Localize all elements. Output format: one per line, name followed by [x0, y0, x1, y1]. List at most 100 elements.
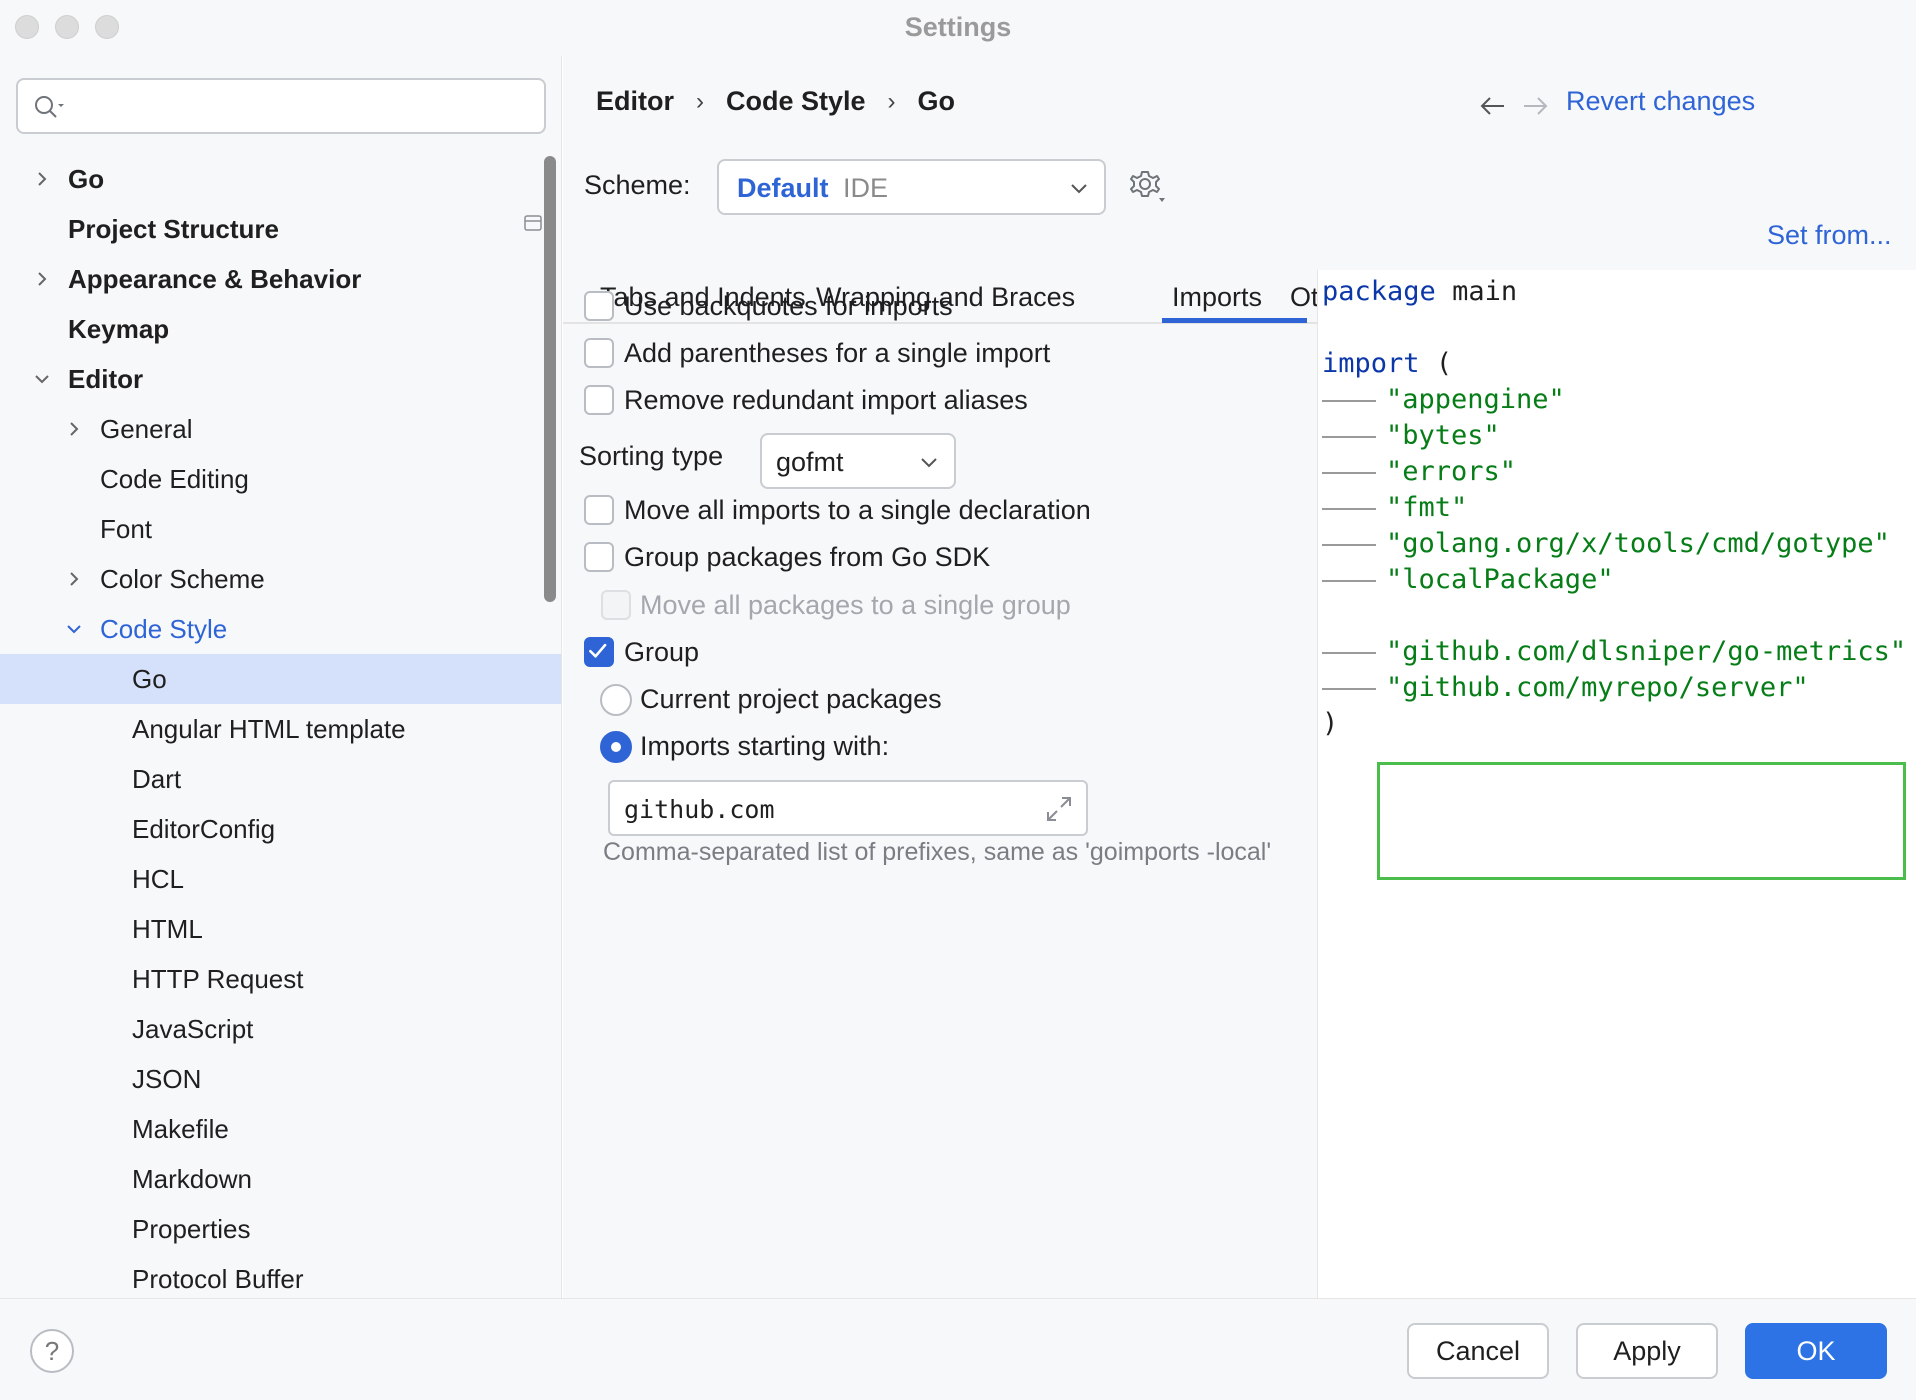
sorting-type-value: gofmt	[776, 447, 844, 477]
sidebar-item[interactable]: Code Style	[0, 604, 561, 654]
title-bar: Settings	[0, 0, 1916, 56]
code-line-import-item: "errors"	[1322, 456, 1516, 487]
breadcrumb-item-go: Go	[917, 86, 956, 116]
sorting-type-select[interactable]: gofmt	[760, 433, 956, 489]
sidebar-item[interactable]: HCL	[0, 854, 561, 904]
sidebar-item-label: Editor	[68, 363, 144, 394]
sidebar-item-label: Color Scheme	[100, 563, 265, 594]
code-line-import-item: "github.com/myrepo/server"	[1322, 672, 1809, 703]
scheme-value-suffix: IDE	[843, 173, 889, 203]
expand-icon[interactable]	[1044, 794, 1074, 824]
sidebar-item-label: HTTP Request	[132, 963, 304, 994]
sidebar-item[interactable]: Font	[0, 504, 561, 554]
minimize-window-button[interactable]	[55, 15, 79, 39]
code-line-import-item: "bytes"	[1322, 420, 1500, 451]
forward-arrow-icon[interactable]	[1520, 94, 1550, 118]
set-from-link[interactable]: Set from...	[1767, 220, 1892, 250]
revert-changes-link[interactable]: Revert changes	[1566, 86, 1756, 116]
sidebar-item-label: Go	[132, 663, 167, 694]
chevron-right-icon[interactable]	[64, 569, 84, 589]
code-line-package: package main	[1322, 276, 1517, 307]
remove-aliases-checkbox[interactable]	[584, 385, 614, 415]
remove-aliases-label: Remove redundant import aliases	[624, 385, 1028, 415]
use-backquotes-checkbox[interactable]	[584, 291, 614, 321]
import-keyword: import	[1322, 348, 1420, 379]
ok-button[interactable]: OK	[1745, 1323, 1887, 1379]
apply-button[interactable]: Apply	[1576, 1323, 1718, 1379]
sidebar-item[interactable]: Color Scheme	[0, 554, 561, 604]
sidebar-item[interactable]: JSON	[0, 1054, 561, 1104]
sidebar-item[interactable]: JavaScript	[0, 1004, 561, 1054]
code-line-import: import (	[1322, 348, 1452, 379]
sidebar-item-label: JavaScript	[132, 1013, 254, 1044]
indent-marker	[1322, 471, 1376, 474]
sidebar-item[interactable]: Code Editing	[0, 454, 561, 504]
code-line-import-item: "appengine"	[1322, 384, 1565, 415]
chevron-down-icon[interactable]	[32, 369, 52, 389]
sidebar-item[interactable]: General	[0, 404, 561, 454]
search-icon	[35, 96, 64, 118]
sidebar-item[interactable]: Makefile	[0, 1104, 561, 1154]
sidebar-item[interactable]: Editor	[0, 354, 561, 404]
current-project-radio[interactable]	[600, 684, 632, 716]
import-prefix-input[interactable]: github.com	[608, 780, 1088, 836]
import-string: "bytes"	[1386, 420, 1500, 451]
close-window-button[interactable]	[15, 15, 39, 39]
dialog-footer: ? Cancel Apply OK	[0, 1298, 1916, 1400]
imports-starting-radio[interactable]	[600, 731, 632, 763]
back-arrow-icon[interactable]	[1478, 94, 1508, 118]
group-label: Group	[624, 637, 700, 667]
gear-icon[interactable]	[1127, 166, 1167, 206]
breadcrumb-item-code-style[interactable]: Code Style	[726, 86, 866, 116]
sidebar-item-label: Dart	[132, 763, 182, 794]
cancel-button[interactable]: Cancel	[1407, 1323, 1549, 1379]
group-sdk-checkbox[interactable]	[584, 542, 614, 572]
indent-marker	[1322, 579, 1376, 582]
tab-imports[interactable]: Imports	[1172, 282, 1263, 312]
chevron-right-icon[interactable]	[32, 169, 52, 189]
sidebar-item[interactable]: Dart	[0, 754, 561, 804]
code-line-import-item: "github.com/dlsniper/go-metrics"	[1322, 636, 1906, 667]
zoom-window-button[interactable]	[95, 15, 119, 39]
group-checkbox[interactable]	[584, 637, 614, 667]
indent-marker	[1322, 543, 1376, 546]
sidebar-item[interactable]: Angular HTML template	[0, 704, 561, 754]
sidebar-item[interactable]: Appearance & Behavior	[0, 254, 561, 304]
chevron-down-icon[interactable]	[64, 619, 84, 639]
tab-bar: Tabs and Indents Wrapping and Braces Imp…	[563, 272, 1916, 324]
breadcrumb: Editor › Code Style › Go	[596, 86, 955, 117]
sidebar-item[interactable]: Go	[0, 154, 561, 204]
sidebar-item[interactable]: Project Structure	[0, 204, 561, 254]
add-parentheses-checkbox[interactable]	[584, 338, 614, 368]
sidebar-item[interactable]: EditorConfig	[0, 804, 561, 854]
open-paren: (	[1435, 348, 1453, 379]
sidebar-item-label: HTML	[132, 913, 203, 944]
active-tab-indicator	[1162, 318, 1307, 323]
sidebar-item[interactable]: Markdown	[0, 1154, 561, 1204]
use-backquotes-label: Use backquotes for imports	[624, 291, 953, 321]
move-all-imports-checkbox[interactable]	[584, 495, 614, 525]
tab-tabs-and-indents[interactable]: Tabs and Indents	[600, 282, 806, 312]
sidebar-item-label: HCL	[132, 863, 185, 894]
sidebar-item[interactable]: HTTP Request	[0, 954, 561, 1004]
sidebar-item[interactable]: Go	[0, 654, 561, 704]
chevron-right-icon[interactable]	[64, 419, 84, 439]
sidebar-item[interactable]: Protocol Buffer	[0, 1254, 561, 1298]
chevron-down-icon	[921, 458, 937, 468]
sidebar-item[interactable]: HTML	[0, 904, 561, 954]
code-line-close: )	[1322, 708, 1338, 739]
help-button[interactable]: ?	[30, 1329, 74, 1373]
modified-icon	[524, 215, 542, 231]
tab-wrapping-and-braces[interactable]: Wrapping and Braces	[816, 282, 1076, 312]
move-all-imports-label: Move all imports to a single declaration	[624, 495, 1091, 525]
sidebar-item-label: Protocol Buffer	[132, 1263, 304, 1294]
settings-search-input[interactable]	[16, 78, 546, 134]
breadcrumb-item-editor[interactable]: Editor	[596, 86, 674, 116]
sidebar-item[interactable]: Properties	[0, 1204, 561, 1254]
import-string: "errors"	[1386, 456, 1517, 487]
scheme-select[interactable]: Default IDE	[717, 159, 1106, 215]
sidebar-scrollbar[interactable]	[544, 156, 556, 602]
sidebar-item[interactable]: Keymap	[0, 304, 561, 354]
sidebar-item-label: Markdown	[132, 1163, 252, 1194]
chevron-right-icon[interactable]	[32, 269, 52, 289]
